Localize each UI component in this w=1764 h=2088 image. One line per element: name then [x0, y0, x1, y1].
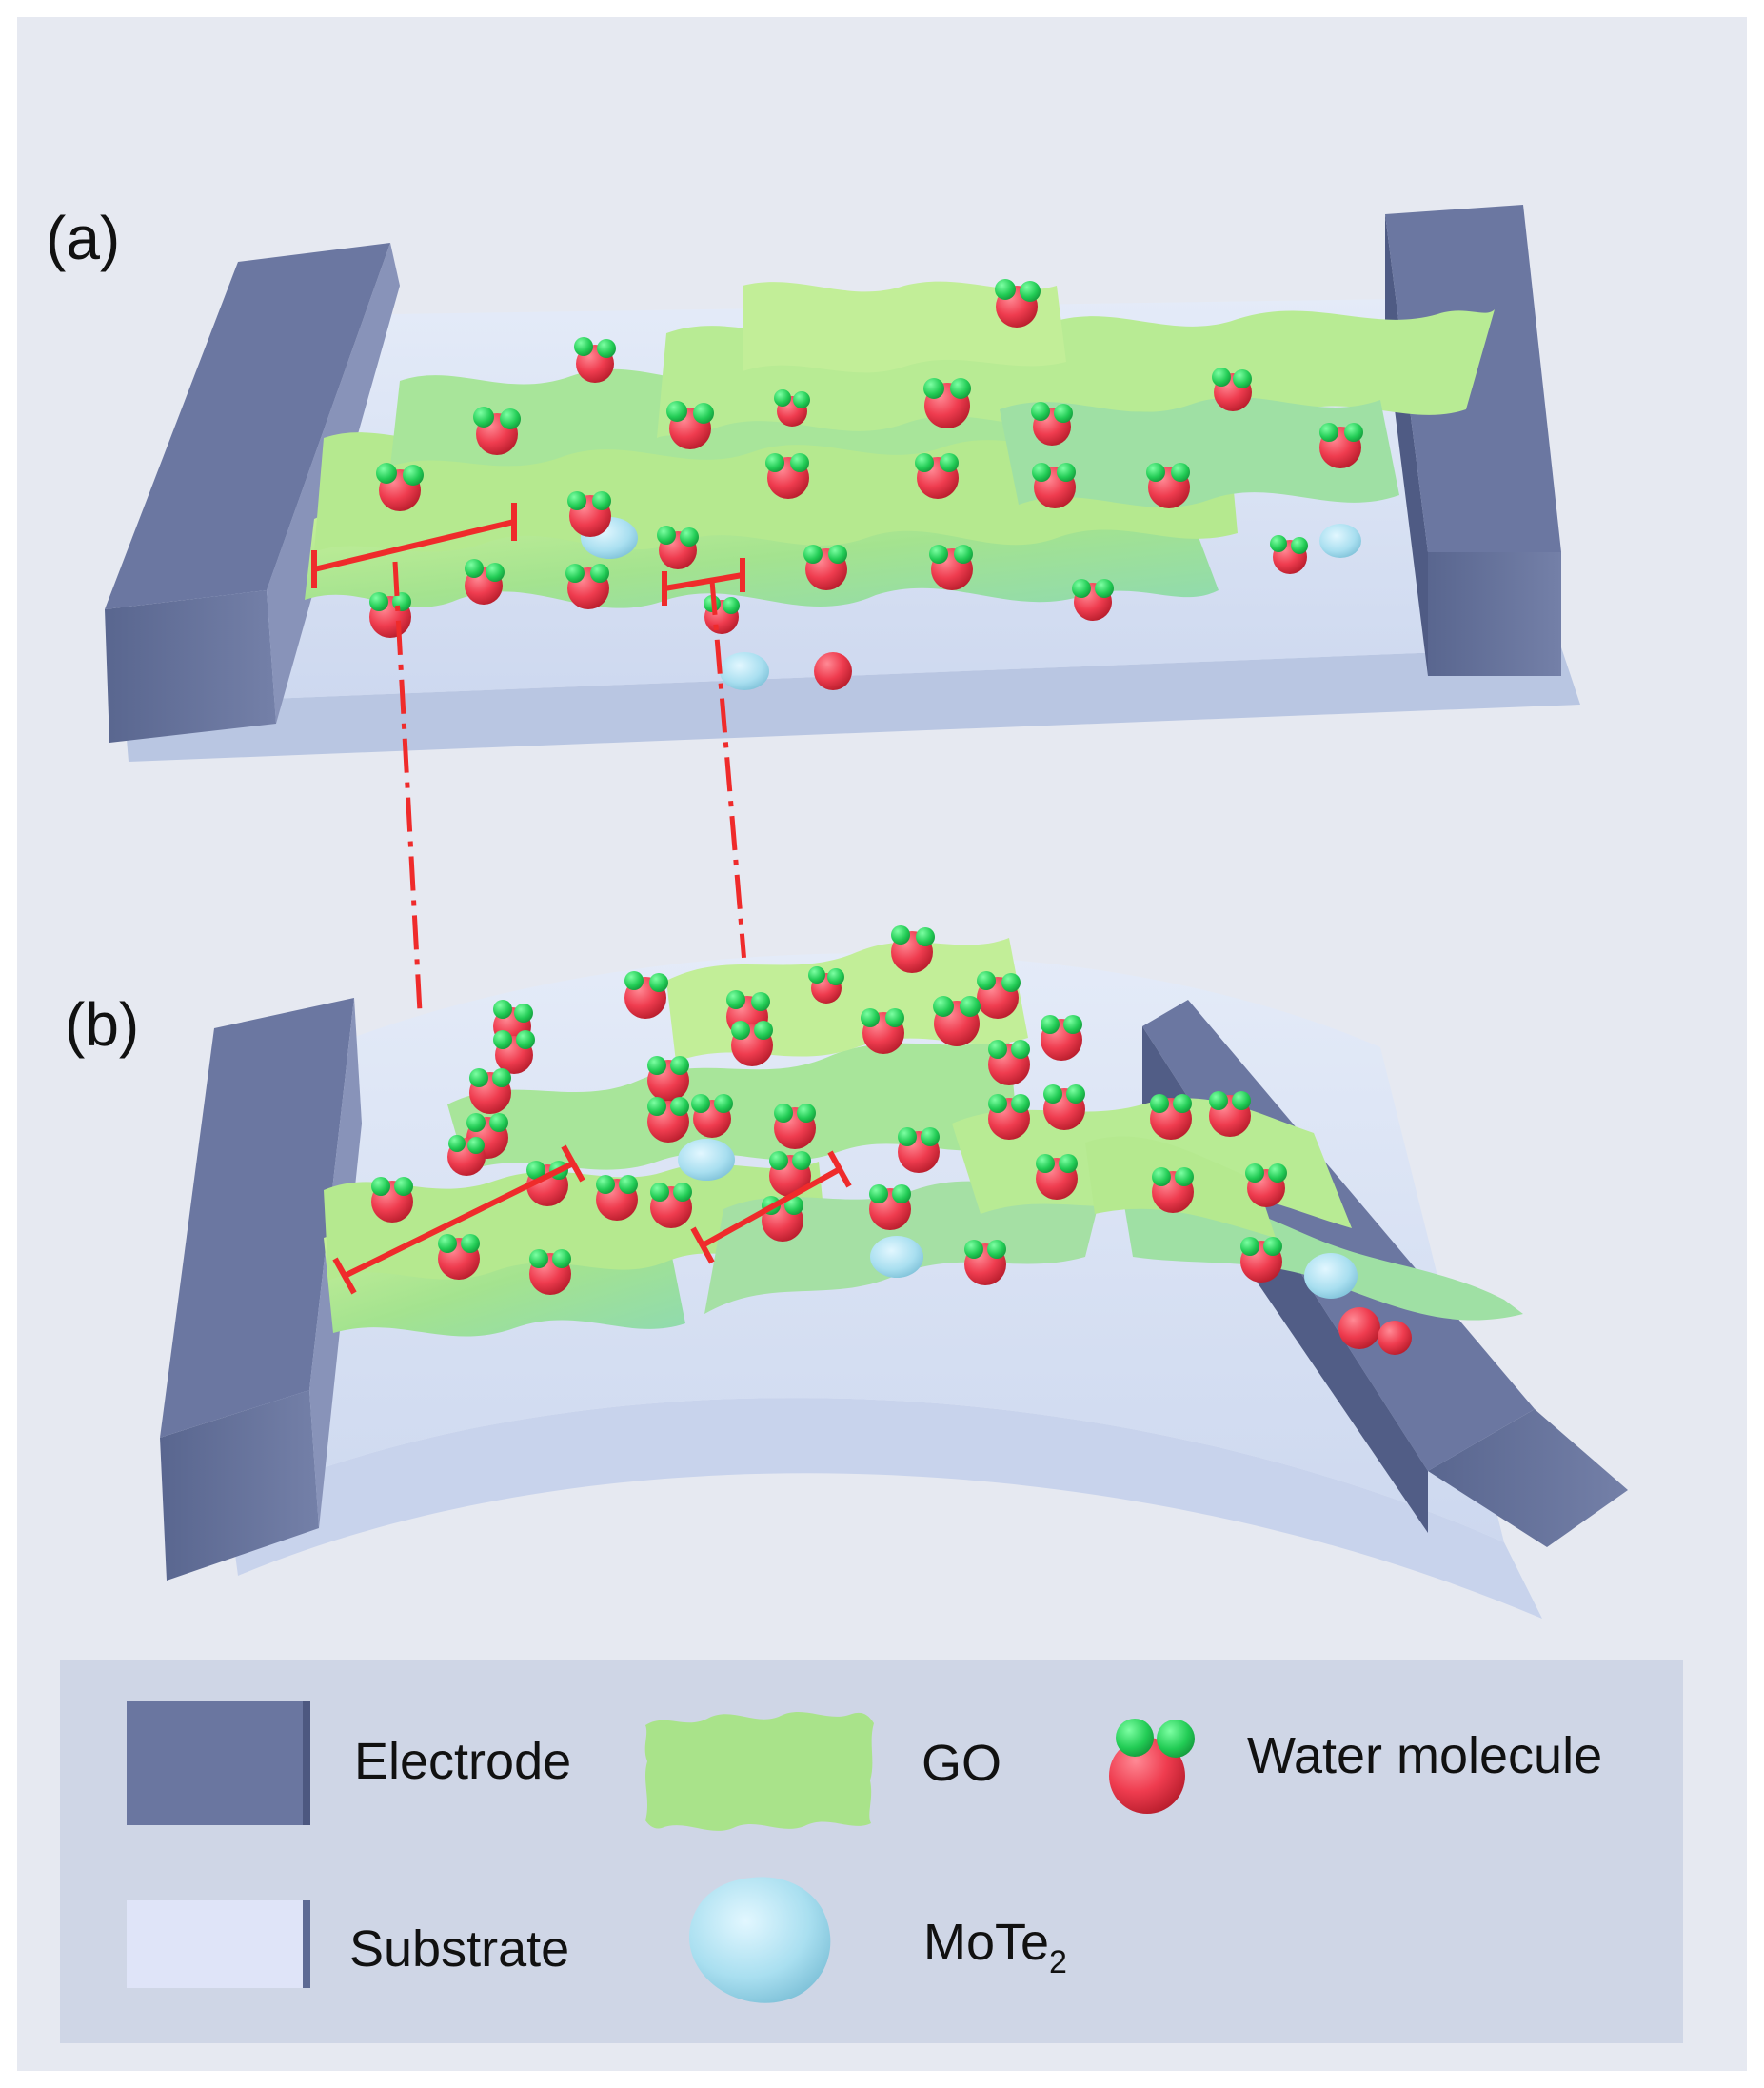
legend-label-substrate: Substrate — [349, 1920, 569, 1978]
panel-a-label: (a) — [46, 204, 120, 272]
legend-label-mote2: MoTe2 — [923, 1914, 1067, 1980]
water-molecule — [731, 1021, 773, 1066]
water-molecule — [814, 652, 852, 690]
legend-item-water: Water molecule — [1109, 1719, 1602, 1814]
legend-item-mote2: MoTe2 — [688, 1877, 1067, 2003]
water-molecule — [469, 1068, 511, 1114]
water-molecule — [774, 389, 810, 427]
water-molecule — [808, 966, 844, 1004]
go-sheets-a — [305, 281, 1495, 608]
water-molecule — [624, 971, 668, 1019]
legend-label-electrode: Electrode — [354, 1733, 571, 1790]
water-molecule — [861, 1008, 904, 1054]
water-molecule — [988, 1040, 1030, 1085]
substrate-icon — [127, 1900, 310, 1988]
go-sheet-icon — [644, 1712, 874, 1831]
water-molecule — [371, 1177, 413, 1223]
water-molecule — [898, 1127, 940, 1173]
electrode-icon — [127, 1701, 310, 1825]
water-molecule — [1032, 463, 1076, 508]
water-molecules-b — [371, 925, 1412, 1355]
water-molecule — [915, 453, 959, 499]
water-molecule — [1245, 1163, 1287, 1207]
water-molecule — [465, 559, 505, 605]
water-molecule — [1036, 1154, 1078, 1200]
water-molecule — [596, 1175, 638, 1221]
water-molecule — [1338, 1307, 1380, 1349]
legend-item-electrode: Electrode — [127, 1701, 571, 1825]
water-molecule — [647, 1097, 689, 1143]
spacing-markers-b — [332, 1144, 852, 1295]
water-molecule — [923, 378, 971, 428]
water-molecule — [1150, 1094, 1192, 1140]
water-molecule — [704, 595, 740, 634]
water-molecule — [493, 1030, 535, 1074]
legend-label-water: Water molecule — [1247, 1727, 1602, 1784]
legend-item-go: GO — [644, 1712, 1001, 1831]
water-molecule — [1031, 402, 1073, 446]
water-molecule — [1319, 423, 1363, 468]
water-molecule — [1240, 1237, 1282, 1283]
mote2-particle-icon — [688, 1877, 831, 2003]
panel-a: (a) — [46, 204, 1580, 762]
water-molecule — [1378, 1321, 1412, 1355]
water-molecule — [1043, 1084, 1085, 1130]
water-molecule — [529, 1249, 571, 1295]
water-molecule — [473, 407, 521, 455]
water-molecule — [1072, 579, 1114, 621]
mote2-base: MoTe — [923, 1914, 1049, 1971]
water-molecule — [803, 545, 847, 590]
mote2-subscript: 2 — [1049, 1944, 1067, 1980]
water-molecule — [933, 996, 981, 1046]
water-molecule — [964, 1240, 1006, 1285]
water-molecule — [574, 337, 616, 383]
spacing-markers-a — [311, 503, 745, 606]
panel-b: (b) — [65, 925, 1628, 1619]
water-molecule — [988, 1094, 1030, 1140]
water-molecule — [977, 971, 1021, 1019]
water-molecule — [995, 279, 1041, 328]
water-molecule — [769, 1151, 811, 1197]
water-molecule — [666, 401, 714, 449]
water-molecule — [691, 1094, 733, 1138]
water-molecule — [447, 1135, 486, 1176]
water-molecule — [869, 1184, 911, 1230]
water-molecule — [650, 1183, 692, 1228]
water-molecule — [1212, 368, 1252, 411]
water-molecule — [438, 1234, 480, 1280]
left-electrode-b — [160, 998, 362, 1581]
water-molecule — [657, 526, 699, 569]
water-molecule-icon — [1109, 1719, 1195, 1814]
legend-label-go: GO — [922, 1735, 1001, 1792]
water-molecule — [1270, 535, 1308, 574]
water-molecule — [929, 545, 973, 590]
panel-b-label: (b) — [65, 990, 139, 1059]
water-molecule — [369, 592, 411, 638]
water-molecule — [1209, 1091, 1251, 1137]
water-molecule — [765, 453, 809, 499]
water-molecules-a — [369, 279, 1363, 690]
legend-item-substrate: Substrate — [127, 1900, 569, 1988]
water-molecule — [567, 491, 611, 537]
water-molecule — [376, 463, 424, 511]
water-molecule — [1041, 1015, 1082, 1061]
water-molecule — [774, 1104, 816, 1149]
legend: Electrode GO Water molecule Substrate — [60, 1660, 1683, 2043]
water-molecule — [565, 564, 609, 609]
water-molecule — [1152, 1167, 1194, 1213]
water-molecule — [891, 925, 935, 973]
mote2-particles-b — [678, 1139, 1358, 1299]
water-molecule — [1146, 463, 1190, 508]
water-molecule — [647, 1056, 689, 1102]
